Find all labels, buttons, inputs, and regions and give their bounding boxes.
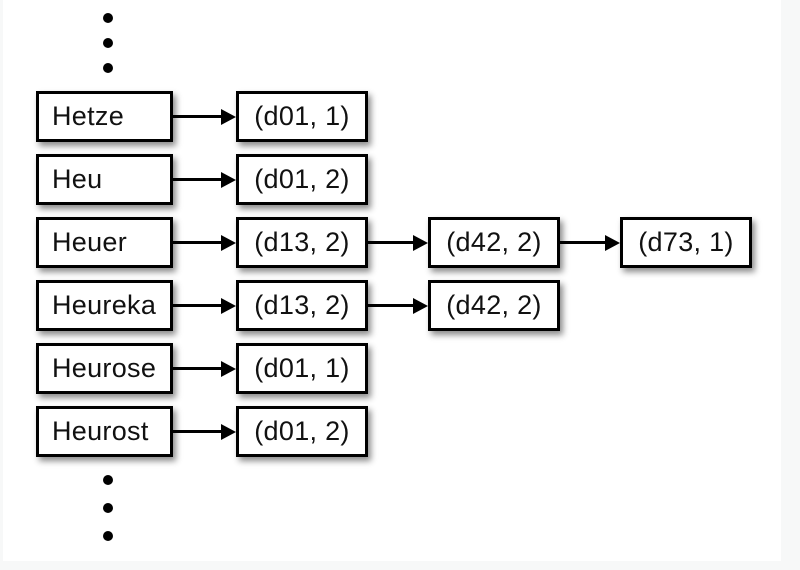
index-row: Heu (d01, 2) — [36, 154, 752, 205]
posting-box: (d42, 2) — [428, 280, 560, 331]
ellipsis-dot-icon — [103, 63, 113, 73]
slide-canvas: Hetze (d01, 1) Heu (d01, 2) Heuer (d13, … — [3, 0, 781, 561]
term-label: Heureka — [52, 290, 157, 320]
arrow-right — [368, 298, 428, 314]
index-row: Heuer (d13, 2) (d42, 2) (d73, 1) — [36, 217, 752, 268]
arrow-right — [173, 298, 236, 314]
term-label: Heuer — [52, 227, 128, 257]
index-rows: Hetze (d01, 1) Heu (d01, 2) Heuer (d13, … — [36, 91, 752, 457]
ellipsis-dot-icon — [103, 38, 113, 48]
ellipsis-dot-icon — [103, 531, 113, 541]
term-label: Heurose — [52, 353, 157, 383]
posting-box: (d13, 2) — [236, 280, 368, 331]
index-row: Heureka (d13, 2) (d42, 2) — [36, 280, 752, 331]
ellipsis-dot-icon — [103, 13, 113, 23]
term-box: Heu — [36, 154, 173, 205]
posting-box: (d01, 1) — [236, 91, 368, 142]
posting-box: (d01, 2) — [236, 154, 368, 205]
arrow-right — [560, 235, 620, 251]
term-box: Heurose — [36, 343, 173, 394]
posting-label: (d01, 2) — [254, 416, 350, 446]
posting-label: (d73, 1) — [638, 227, 734, 257]
index-row: Hetze (d01, 1) — [36, 91, 752, 142]
posting-box: (d42, 2) — [428, 217, 560, 268]
term-box: Heurost — [36, 406, 173, 457]
arrow-right — [173, 424, 236, 440]
arrow-right — [173, 361, 236, 377]
arrow-right — [368, 235, 428, 251]
term-label: Heurost — [52, 416, 149, 446]
posting-label: (d01, 2) — [254, 164, 350, 194]
term-box: Hetze — [36, 91, 173, 142]
term-box: Heuer — [36, 217, 173, 268]
posting-box: (d01, 2) — [236, 406, 368, 457]
ellipsis-dot-icon — [103, 475, 113, 485]
index-row: Heurose (d01, 1) — [36, 343, 752, 394]
arrow-right — [173, 109, 236, 125]
posting-label: (d13, 2) — [254, 227, 350, 257]
term-label: Hetze — [52, 101, 125, 131]
posting-label: (d01, 1) — [254, 353, 350, 383]
arrow-right — [173, 235, 236, 251]
posting-box: (d01, 1) — [236, 343, 368, 394]
posting-label: (d13, 2) — [254, 290, 350, 320]
ellipsis-bottom-icon — [103, 475, 113, 541]
posting-box: (d13, 2) — [236, 217, 368, 268]
term-label: Heu — [52, 164, 103, 194]
posting-label: (d42, 2) — [446, 290, 542, 320]
ellipsis-top-icon — [103, 13, 113, 73]
posting-box: (d73, 1) — [620, 217, 752, 268]
posting-label: (d42, 2) — [446, 227, 542, 257]
arrow-right — [173, 172, 236, 188]
term-box: Heureka — [36, 280, 173, 331]
ellipsis-dot-icon — [103, 503, 113, 513]
index-row: Heurost (d01, 2) — [36, 406, 752, 457]
posting-label: (d01, 1) — [254, 101, 350, 131]
